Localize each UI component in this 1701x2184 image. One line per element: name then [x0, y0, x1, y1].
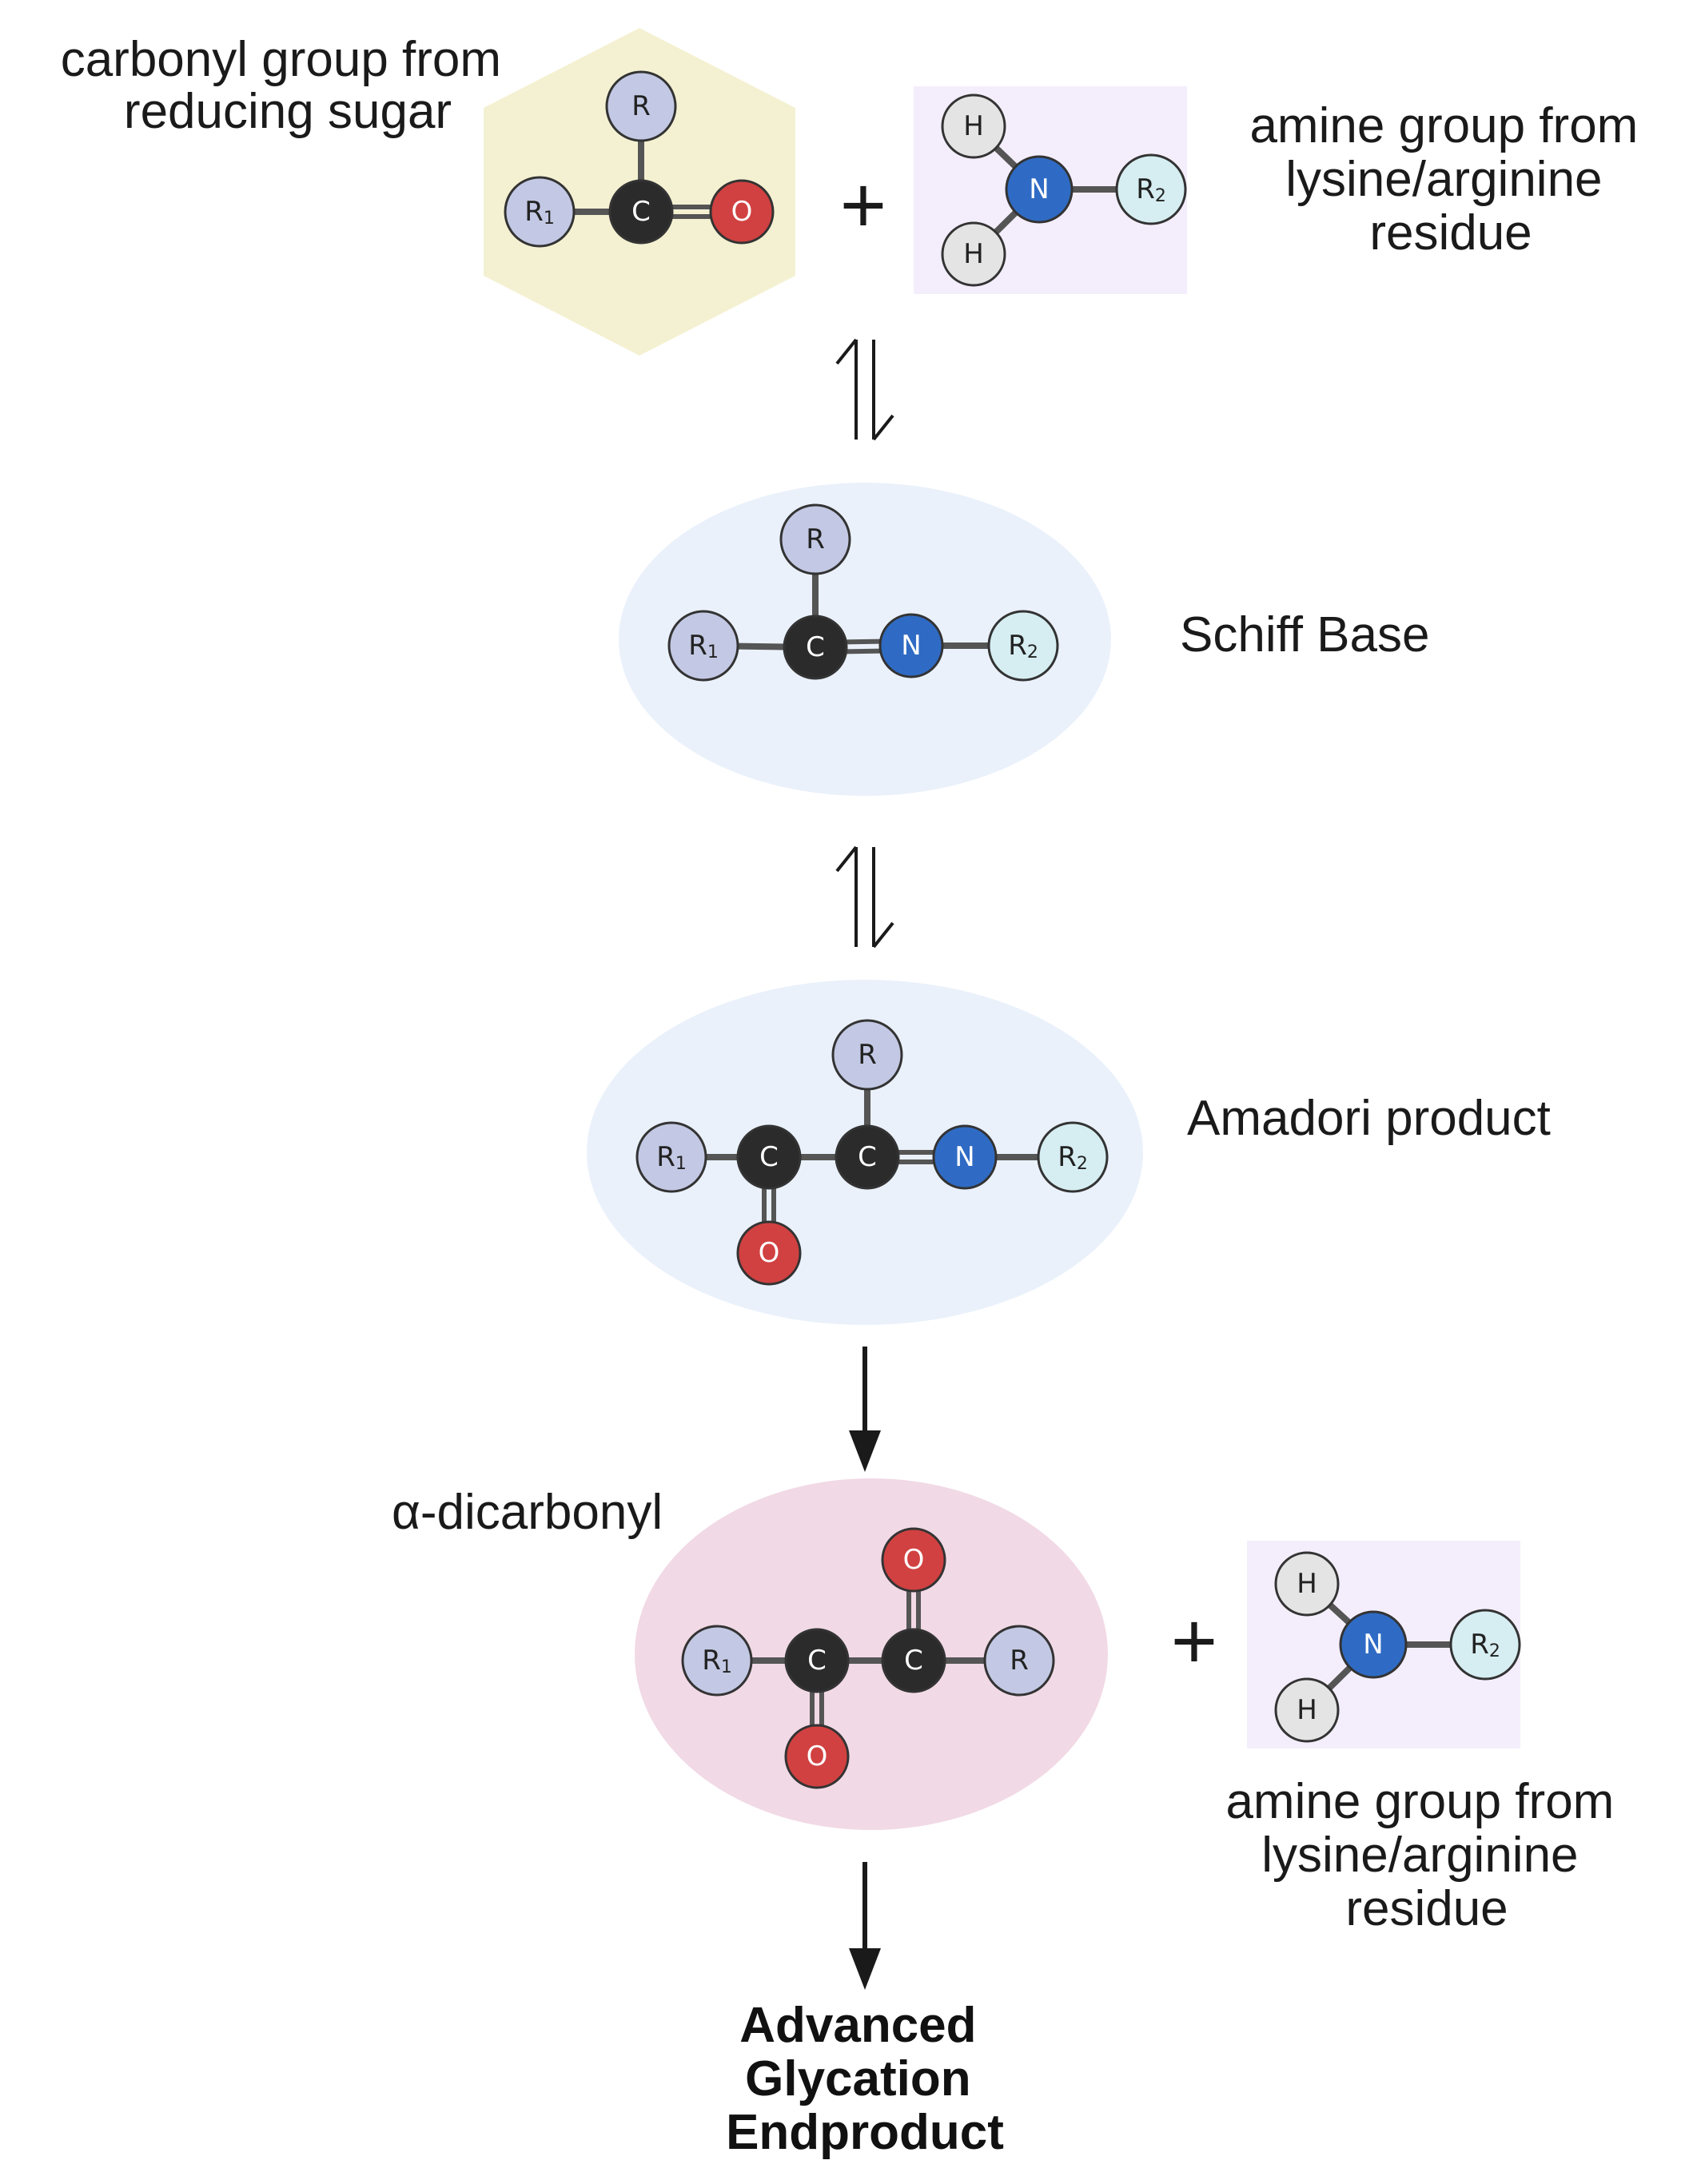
atom-r2 — [1037, 1121, 1109, 1193]
atom-o-bottom — [784, 1724, 850, 1789]
r2-subscript: 2 — [1155, 186, 1166, 206]
r1-subscript: 1 — [544, 209, 555, 229]
forward-arrow-2 — [849, 1862, 881, 1990]
atom-r1-label: R1 — [656, 1141, 687, 1174]
atom-r2-label: R2 — [1136, 173, 1166, 206]
plus-sign-bottom: + — [1171, 1597, 1217, 1686]
atom-c-label: C — [858, 1141, 877, 1173]
atom-h-bottom — [1274, 1677, 1340, 1743]
atom-r2-label: R2 — [1058, 1141, 1088, 1174]
atom-r1-label: R1 — [702, 1645, 732, 1677]
atom-h-label: H — [1297, 1568, 1317, 1600]
atom-c2 — [835, 1124, 900, 1190]
atom-n — [1339, 1610, 1408, 1679]
atom-n — [932, 1124, 998, 1190]
atom-n-label: N — [954, 1141, 974, 1173]
atom-c2 — [881, 1628, 946, 1693]
atom-o-label: O — [807, 1740, 828, 1772]
atom-o — [736, 1220, 802, 1286]
atom-r1 — [504, 176, 576, 248]
atom-r-label: R — [858, 1039, 877, 1071]
reducing-sugar-label: carbonyl group from reducing sugar — [61, 32, 516, 139]
r-letter: R — [1008, 630, 1027, 662]
atom-n-label: N — [1029, 173, 1049, 205]
atom-c1 — [736, 1124, 802, 1190]
atom-o-label: O — [903, 1544, 925, 1576]
atom-r — [779, 503, 851, 575]
equilibrium-arrow-2 — [835, 845, 894, 949]
amine-group-label-top: amine group from lysine/arginine residue — [1249, 98, 1651, 261]
atom-c-label: C — [759, 1141, 779, 1173]
atom-r2-label: R2 — [1008, 630, 1038, 662]
atom-o — [709, 179, 775, 245]
atom-r — [831, 1019, 903, 1091]
atom-r2 — [1449, 1609, 1521, 1681]
r1-subscript: 1 — [707, 642, 719, 662]
amadori-product-label: Amadori product — [1187, 1091, 1551, 1146]
atom-r2 — [987, 610, 1059, 682]
dicarbonyl-oval — [635, 1478, 1108, 1830]
atom-r1 — [667, 610, 739, 682]
r1-subscript: 1 — [675, 1154, 687, 1174]
atom-r1 — [681, 1625, 753, 1697]
atom-r2 — [1115, 153, 1187, 225]
equilibrium-arrow-1 — [835, 338, 894, 441]
r-letter: R — [1136, 173, 1155, 205]
advanced-glycation-endproduct-label: Advanced Glycation Endproduct — [726, 1998, 1004, 2160]
r-letter: R — [656, 1141, 675, 1173]
atom-c1 — [784, 1628, 850, 1693]
atom-r2-label: R2 — [1470, 1629, 1500, 1661]
bond-lines — [536, 103, 1488, 1759]
plus-sign-top: + — [840, 161, 886, 250]
atom-n-label: N — [901, 630, 921, 662]
r-letter: R — [1058, 1141, 1077, 1173]
r-letter: R — [688, 630, 707, 662]
amine-group-label-bottom: amine group from lysine/arginine residue — [1225, 1774, 1627, 1936]
atom-r1-label: R1 — [688, 630, 719, 662]
atom-r1 — [635, 1121, 707, 1193]
atom-h-label: H — [963, 238, 984, 270]
dicarbonyl-label: α-dicarbonyl — [392, 1485, 663, 1540]
atom-n — [878, 613, 944, 678]
atom-r — [605, 70, 677, 142]
atom-n-label: N — [1363, 1629, 1383, 1661]
atom-c-label: C — [807, 1645, 827, 1677]
r-letter: R — [1470, 1629, 1489, 1661]
atom-r — [983, 1625, 1055, 1697]
atom-c — [783, 615, 848, 680]
r2-subscript: 2 — [1027, 642, 1038, 662]
atom-o-label: O — [759, 1237, 780, 1269]
atom-h-bottom — [941, 221, 1006, 287]
r2-subscript: 2 — [1077, 1154, 1088, 1174]
atom-c — [608, 179, 674, 245]
atom-h-top — [941, 93, 1006, 159]
r1-subscript: 1 — [721, 1657, 732, 1677]
r2-subscript: 2 — [1489, 1641, 1500, 1661]
atom-h-label: H — [963, 110, 984, 142]
atom-h-label: H — [1297, 1694, 1317, 1726]
atom-r-label: R — [806, 523, 825, 555]
forward-arrow-1 — [849, 1347, 881, 1472]
atom-r-label: R — [1010, 1645, 1029, 1677]
atom-r1-label: R1 — [524, 196, 555, 229]
r-letter: R — [702, 1645, 721, 1677]
schiff-base-label: Schiff Base — [1180, 607, 1429, 662]
atom-c-label: C — [806, 631, 825, 663]
atom-c-label: C — [904, 1645, 923, 1677]
atom-o-label: O — [731, 196, 753, 228]
atom-r-label: R — [631, 90, 651, 122]
atom-n — [1005, 155, 1074, 224]
atom-h-top — [1274, 1551, 1340, 1617]
atom-spheres — [504, 70, 1521, 1789]
atom-c-label: C — [631, 196, 651, 228]
r-letter: R — [524, 196, 544, 228]
atom-o-top — [881, 1527, 946, 1593]
